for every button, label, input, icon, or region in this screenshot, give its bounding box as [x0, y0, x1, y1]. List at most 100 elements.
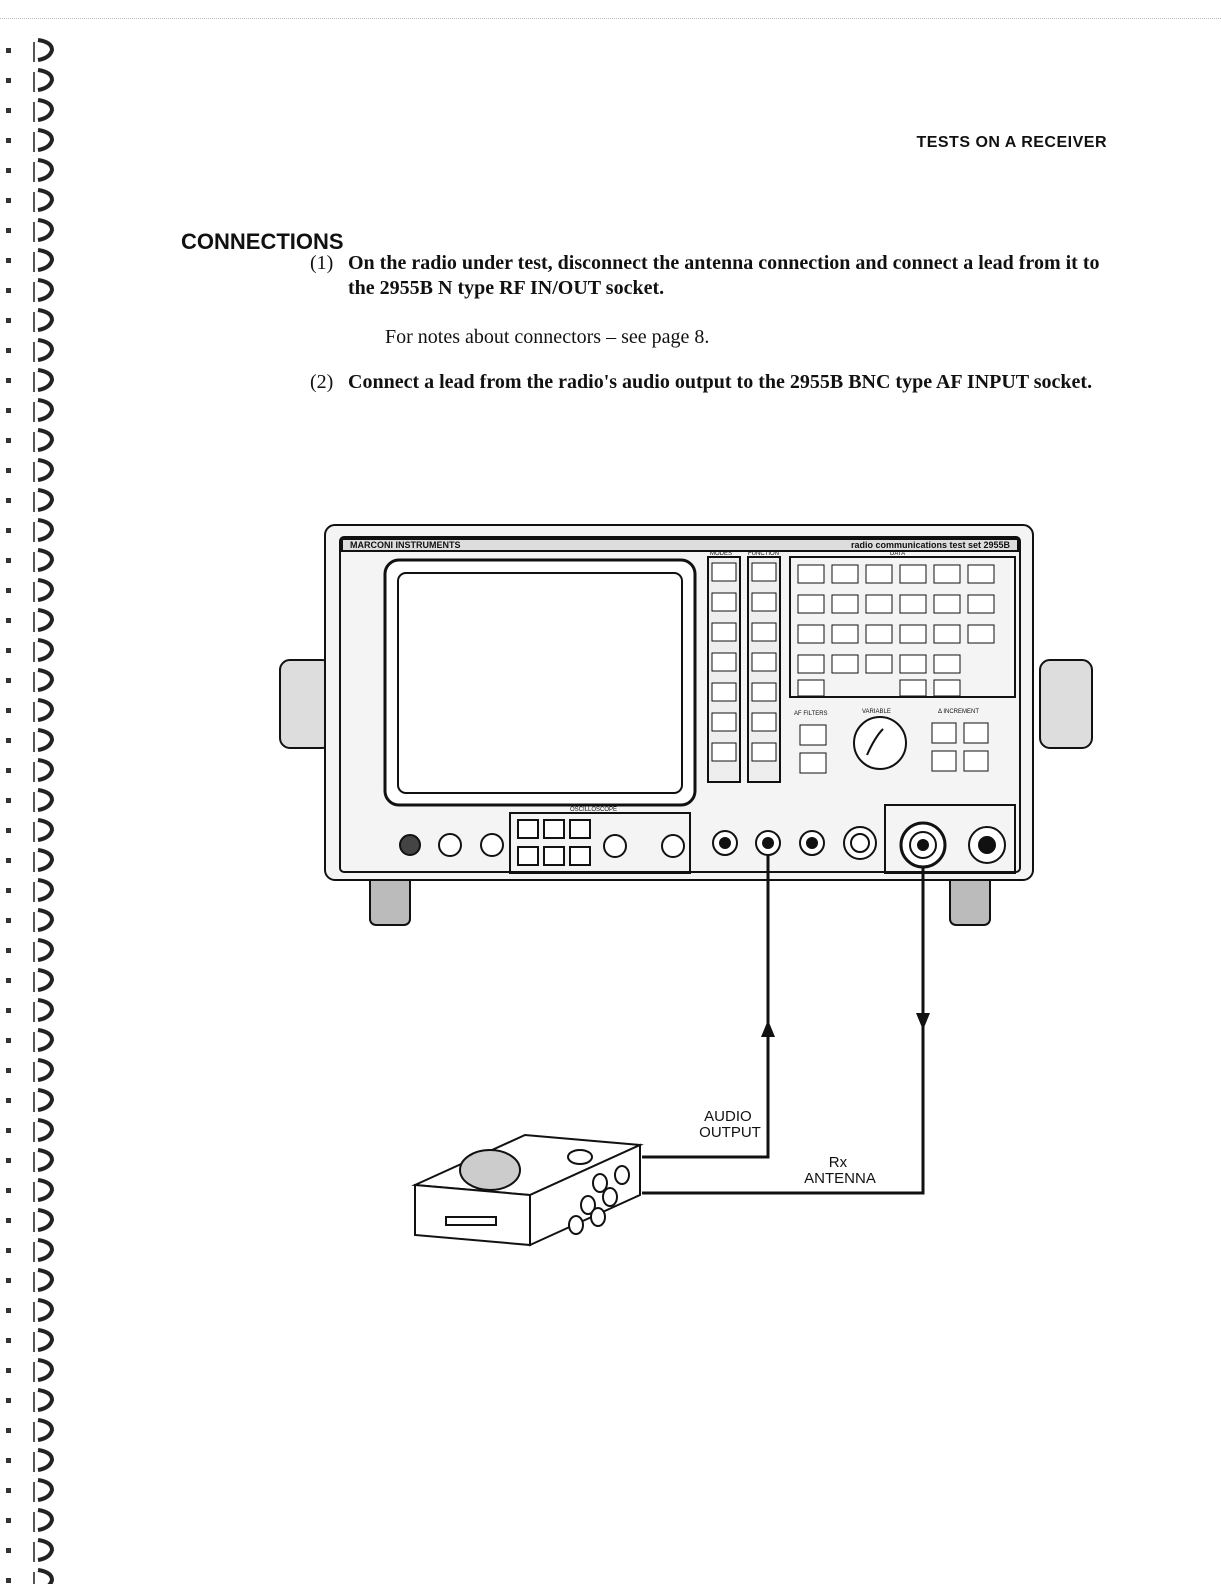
- binding-hole: [6, 168, 11, 173]
- binding-coil: [38, 1540, 52, 1560]
- binding-hole: [6, 588, 11, 593]
- binding-coil: [38, 130, 52, 150]
- step-text: Connect a lead from the radio's audio ou…: [348, 370, 1108, 395]
- binding-coil: [38, 970, 52, 990]
- oscilloscope-label: OSCILLOSCOPE: [570, 807, 617, 813]
- spiral-binding: [0, 30, 60, 1584]
- binding-hole: [6, 378, 11, 383]
- binding-coil: [38, 850, 52, 870]
- binding-hole: [6, 108, 11, 113]
- binding-coil: [38, 160, 52, 180]
- binding-hole: [6, 1398, 11, 1403]
- binding-coil: [38, 280, 52, 300]
- binding-hole: [6, 738, 11, 743]
- data-label: DATA: [890, 551, 905, 557]
- binding-coil: [38, 340, 52, 360]
- binding-hole: [6, 1488, 11, 1493]
- binding-hole: [6, 828, 11, 833]
- binding-coil: [38, 670, 52, 690]
- binding-hole: [6, 498, 11, 503]
- binding-hole: [6, 1308, 11, 1313]
- binding-coil: [38, 1000, 52, 1020]
- binding-coil: [38, 790, 52, 810]
- binding-coil: [38, 1030, 52, 1050]
- rx-antenna-label-line2: ANTENNA: [804, 1170, 876, 1187]
- binding-hole: [6, 858, 11, 863]
- binding-hole: [6, 1008, 11, 1013]
- binding-coil: [38, 490, 52, 510]
- display-screen: [385, 560, 695, 805]
- binding-hole: [6, 1518, 11, 1523]
- binding-coil: [38, 1390, 52, 1410]
- right-handle: [1040, 660, 1092, 748]
- variable-knob: [854, 717, 906, 769]
- binding-hole: [6, 768, 11, 773]
- binding-hole: [6, 1068, 11, 1073]
- binding-hole: [6, 1188, 11, 1193]
- binding-coil: [38, 1150, 52, 1170]
- binding-coil: [38, 1510, 52, 1530]
- binding-hole: [6, 1248, 11, 1253]
- binding-coil: [38, 550, 52, 570]
- binding-coil: [38, 460, 52, 480]
- audio-output-label-line2: OUTPUT: [699, 1124, 761, 1141]
- binding-hole: [6, 1338, 11, 1343]
- right-foot: [950, 875, 990, 925]
- binding-coil: [38, 1570, 52, 1584]
- binding-hole: [6, 528, 11, 533]
- binding-coil: [38, 910, 52, 930]
- binding-coil: [38, 70, 52, 90]
- binding-hole: [6, 978, 11, 983]
- binding-coil: [38, 880, 52, 900]
- binding-hole: [6, 1578, 11, 1583]
- binding-coil: [38, 700, 52, 720]
- binding-coil: [38, 940, 52, 960]
- binding-coil: [38, 1300, 52, 1320]
- binding-hole: [6, 708, 11, 713]
- connection-leads: [642, 855, 923, 1193]
- binding-hole: [6, 798, 11, 803]
- binding-coil: [38, 1360, 52, 1380]
- binding-hole: [6, 438, 11, 443]
- binding-hole: [6, 1368, 11, 1373]
- binding-hole: [6, 1278, 11, 1283]
- brand-label: MARCONI INSTRUMENTS: [350, 540, 461, 550]
- step-text: On the radio under test, disconnect the …: [348, 251, 1108, 301]
- binding-hole: [6, 1548, 11, 1553]
- binding-hole: [6, 918, 11, 923]
- binding-coil: [38, 190, 52, 210]
- binding-hole: [6, 348, 11, 353]
- binding-hole: [6, 1218, 11, 1223]
- left-foot: [370, 875, 410, 925]
- connector-note: For notes about connectors – see page 8.: [385, 326, 709, 349]
- step-number: (2): [310, 370, 333, 395]
- binding-hole: [6, 678, 11, 683]
- binding-hole: [6, 408, 11, 413]
- binding-coil: [38, 250, 52, 270]
- binding-coil: [38, 1240, 52, 1260]
- binding-hole: [6, 1128, 11, 1133]
- binding-hole: [6, 888, 11, 893]
- binding-coil: [38, 760, 52, 780]
- binding-hole: [6, 1098, 11, 1103]
- binding-coil: [38, 1180, 52, 1200]
- binding-coil: [38, 730, 52, 750]
- binding-coil: [38, 580, 52, 600]
- audio-output-label: AUDIO: [704, 1108, 752, 1125]
- function-label: FUNCTION: [748, 551, 779, 557]
- af-filters-label: AF FILTERS: [794, 711, 828, 717]
- binding-coil: [38, 820, 52, 840]
- rx-antenna-callout: Rx ANTENNA: [804, 1154, 876, 1187]
- binding-coil: [38, 310, 52, 330]
- binding-coil: [38, 400, 52, 420]
- binding-hole: [6, 948, 11, 953]
- binding-coil: [38, 220, 52, 240]
- audio-lead-arrow: [761, 1020, 775, 1037]
- binding-coil: [38, 520, 52, 540]
- binding-coil: [38, 40, 52, 60]
- modes-label: MODES: [710, 551, 732, 557]
- binding-hole: [6, 1158, 11, 1163]
- binding-coil: [38, 1090, 52, 1110]
- binding-coil: [38, 370, 52, 390]
- binding-coil: [38, 1420, 52, 1440]
